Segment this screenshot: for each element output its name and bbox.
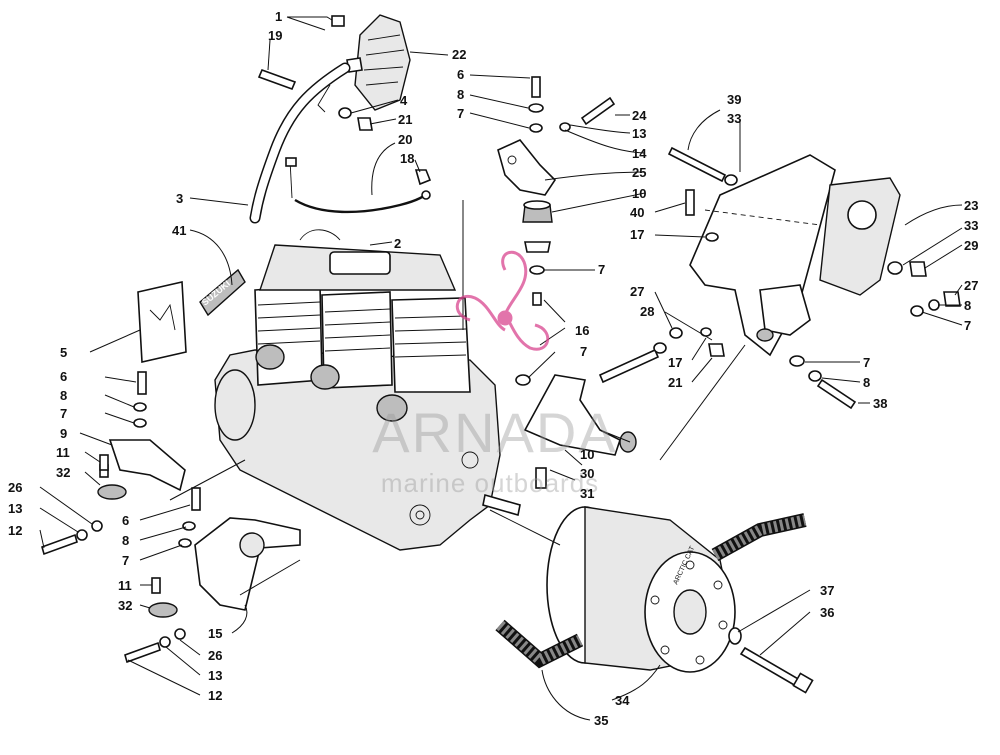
callout-19: 19 [268,28,282,43]
callout-labels: 1 19 22 4 21 20 18 3 41 2 6 8 7 24 13 14… [8,9,978,728]
callout-3: 3 [176,191,183,206]
callout-15: 15 [208,626,222,641]
callout-6: 6 [457,67,464,82]
callout-8: 8 [457,87,464,102]
callout-36: 36 [820,605,834,620]
callout-9: 9 [60,426,67,441]
watermark-tagline: marine outboards [381,468,599,498]
callout-8e: 8 [122,533,129,548]
callout-12: 12 [8,523,22,538]
callout-10b: 10 [580,447,594,462]
upper-mount-bracket [497,139,557,306]
callout-8d: 8 [60,388,67,403]
callout-8c: 8 [863,375,870,390]
clutch-bolt [728,627,814,694]
suzuki-decal: SUZUKI [199,268,246,317]
leader-lines [39,16,963,721]
watermark: ARNADA marine outboards [372,250,617,498]
callout-32: 32 [56,465,70,480]
callout-25: 25 [632,165,646,180]
callout-7c: 7 [964,318,971,333]
hose [249,62,351,224]
callout-4: 4 [400,93,408,108]
watermark-logo [455,250,550,351]
callout-13b: 13 [8,501,22,516]
hardware [41,68,961,664]
callout-20: 20 [398,132,412,147]
callout-31: 31 [580,486,594,501]
callout-33: 33 [727,111,741,126]
callout-13c: 13 [208,668,222,683]
callout-5: 5 [60,345,67,360]
callout-7: 7 [457,106,464,121]
callout-26b: 26 [208,648,222,663]
callout-21: 21 [398,112,412,127]
callout-40: 40 [630,205,644,220]
callout-17: 17 [630,227,644,242]
callout-37: 37 [820,583,834,598]
front-mount-bracket [97,439,186,500]
callout-26: 26 [8,480,22,495]
callout-7b: 7 [598,262,605,277]
callout-14: 14 [632,146,647,161]
callout-34: 34 [615,693,630,708]
callout-7g: 7 [122,553,129,568]
callout-7e: 7 [863,355,870,370]
callout-18: 18 [400,151,414,166]
callout-35: 35 [594,713,608,728]
callout-1: 1 [275,9,282,24]
rear-mount-bracket [148,517,301,618]
callout-22: 22 [452,47,466,62]
drive-belt [495,513,807,669]
engine-assembly [214,229,521,551]
callout-41: 41 [172,223,186,238]
callout-11b: 11 [118,578,132,593]
callout-12b: 12 [208,688,222,703]
callout-27b: 27 [964,278,978,293]
drive-clutch: ARCTIC CAT [546,506,736,673]
callout-6c: 6 [122,513,129,528]
callout-28: 28 [640,304,654,319]
callout-13: 13 [632,126,646,141]
callout-30: 30 [580,466,594,481]
callout-7d: 7 [580,344,587,359]
callout-17b: 17 [668,355,682,370]
callout-27: 27 [630,284,644,299]
callout-10: 10 [632,186,646,201]
engine-mount-plate [689,154,901,357]
callout-16: 16 [575,323,589,338]
callout-23: 23 [964,198,978,213]
callout-11: 11 [56,445,70,460]
callout-38: 38 [873,396,887,411]
callout-24: 24 [632,108,647,123]
callout-33b: 33 [964,218,978,233]
callout-8b: 8 [964,298,971,313]
callout-7f: 7 [60,406,67,421]
head-shield [331,14,411,111]
callout-39: 39 [727,92,741,107]
callout-6b: 6 [60,369,67,384]
callout-29: 29 [964,238,978,253]
ground-wire [285,157,432,214]
callout-2: 2 [394,236,401,251]
watermark-brand: ARNADA [372,401,617,464]
warning-decal [137,281,187,363]
callout-32b: 32 [118,598,132,613]
callout-21b: 21 [668,375,682,390]
